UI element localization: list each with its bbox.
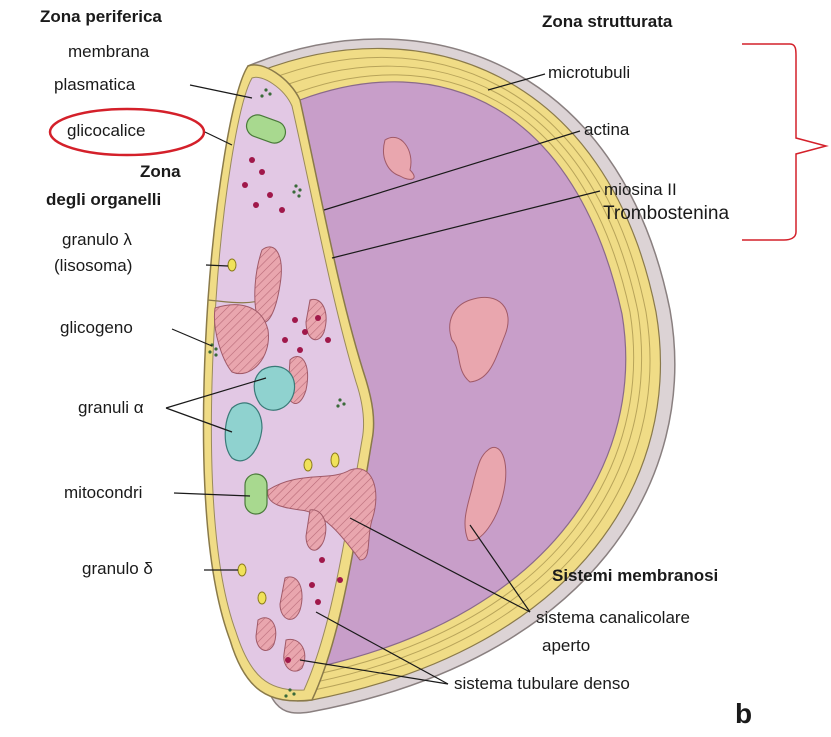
alpha-granule xyxy=(254,366,294,410)
membrana-label-line2: plasmatica xyxy=(54,75,135,95)
miosina-label: miosina II xyxy=(604,180,677,200)
glicogeno-label: glicogeno xyxy=(60,318,133,338)
zona-strutturata-bracket xyxy=(742,44,826,240)
panel-letter: b xyxy=(735,704,752,724)
zona-organelli-heading-line1: Zona xyxy=(140,162,181,182)
canalicolare-label-line1: sistema canalicolare xyxy=(536,608,690,628)
granulo-lambda-label: granulo λ xyxy=(62,230,132,250)
membrana-label-line1: membrana xyxy=(68,42,149,62)
granulo-delta xyxy=(238,564,246,576)
tubulare-label: sistema tubulare denso xyxy=(454,674,630,694)
zona-strutturata-heading: Zona strutturata xyxy=(542,12,672,32)
granulo-lambda xyxy=(228,259,236,271)
microtubuli-label: microtubuli xyxy=(548,63,630,83)
sistemi-membranosi-heading: Sistemi membranosi xyxy=(552,566,718,586)
trombostenina-label: Trombostenina xyxy=(603,204,729,224)
granuli-alpha-label: granuli α xyxy=(78,398,144,418)
actina-label: actina xyxy=(584,120,629,140)
lisosoma-label: (lisosoma) xyxy=(54,256,132,276)
canalicolare-label-line2: aperto xyxy=(542,636,590,656)
zona-organelli-heading-line2: degli organelli xyxy=(46,190,161,210)
granulo-delta-label: granulo δ xyxy=(82,559,153,579)
zona-periferica-heading: Zona periferica xyxy=(40,7,162,27)
glicocalice-label: glicocalice xyxy=(67,121,145,141)
mitocondri-label: mitocondri xyxy=(64,483,142,503)
